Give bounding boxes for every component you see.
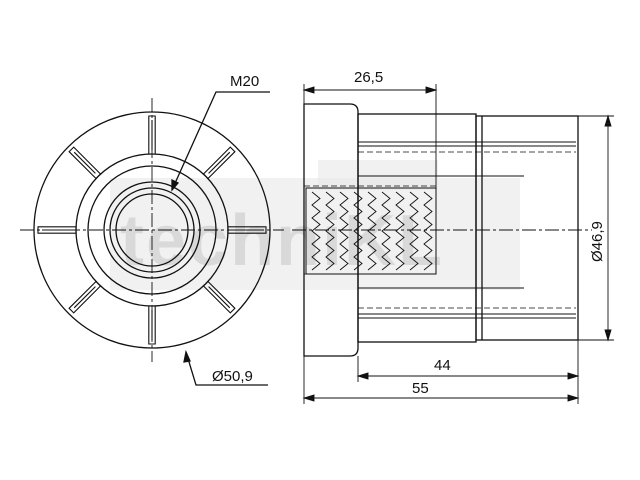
fin xyxy=(202,146,236,180)
fin xyxy=(148,305,156,345)
thread-zigzag xyxy=(409,191,419,271)
insert-diameter-label: Ø46,9 xyxy=(589,221,606,262)
fin xyxy=(227,226,267,234)
thread-zigzag xyxy=(325,191,335,271)
thread-zigzag xyxy=(311,191,321,271)
outer-diameter-leader xyxy=(183,349,268,386)
dim-total-length xyxy=(302,356,580,404)
outer-diameter-label: Ø50,9 xyxy=(212,368,253,385)
fin-centerline xyxy=(73,151,96,174)
end-section xyxy=(475,115,579,341)
fin xyxy=(68,280,102,314)
inner-length-label: 26,5 xyxy=(354,69,383,86)
rib-lines xyxy=(358,141,576,319)
thread-zigzag xyxy=(381,191,391,271)
front-view xyxy=(20,91,284,386)
fin-centerline xyxy=(73,286,96,309)
fin-centerline xyxy=(208,151,231,174)
thread-region xyxy=(305,187,437,275)
dim-insert-diameter xyxy=(578,114,614,342)
flange xyxy=(303,103,359,357)
fin xyxy=(202,280,236,314)
dim-body-length xyxy=(356,340,580,382)
body-length-label: 44 xyxy=(434,357,451,374)
thread-label: M20 xyxy=(230,73,259,90)
fin xyxy=(68,146,102,180)
total-length-label: 55 xyxy=(412,380,429,397)
thread-zigzag xyxy=(339,191,349,271)
watermark-text: techniKL xyxy=(120,201,444,281)
thread-pattern xyxy=(311,191,433,271)
front-centerlines xyxy=(20,98,284,362)
thread-zigzag xyxy=(367,191,377,271)
thread-zigzag xyxy=(395,191,405,271)
dim-inner-length xyxy=(302,84,438,188)
thread-leader xyxy=(171,91,270,192)
fin xyxy=(37,226,77,234)
side-view xyxy=(292,84,614,404)
fin-centerline xyxy=(208,286,231,309)
thread-zigzag xyxy=(423,191,433,271)
fin xyxy=(148,115,156,155)
watermark: techniKL xyxy=(110,160,520,290)
thread-zigzag xyxy=(353,191,363,271)
